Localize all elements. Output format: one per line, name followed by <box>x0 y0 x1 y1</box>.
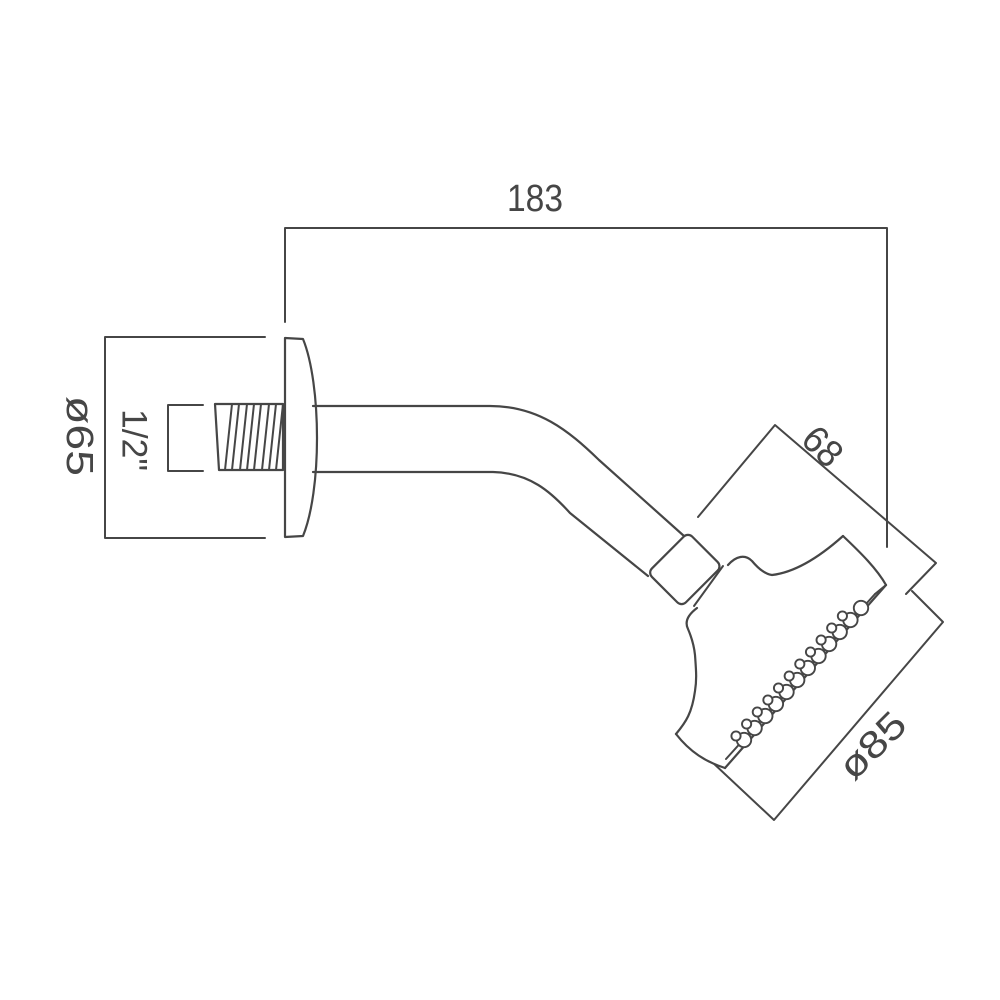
wall-flange <box>283 336 319 539</box>
head-neck-upper-profile <box>726 534 845 577</box>
thread-hatching <box>224 403 284 471</box>
flange-diameter-dimension-label: ø65 <box>58 396 100 476</box>
shower-head-fill <box>676 536 886 768</box>
arm-projection-dimension-label: 183 <box>507 178 563 220</box>
flange-diameter-dimension-line <box>104 336 266 539</box>
head-diameter-dimension-label: ø85 <box>831 704 916 789</box>
head-back-edge <box>841 534 888 587</box>
head-depth-dimension-line <box>697 424 937 595</box>
head-bottom-edge <box>674 732 727 770</box>
thread-size-dimension: 1/2" <box>115 404 204 472</box>
inlet-thread <box>213 402 285 472</box>
head-neck-lower-profile <box>674 606 699 736</box>
connector-nut <box>649 533 721 606</box>
flange-diameter-dimension: ø65 <box>58 336 266 539</box>
shower-arm <box>311 404 686 578</box>
head-depth-dimension-label: 68 <box>793 418 851 476</box>
arm-projection-dimension-line <box>284 227 888 548</box>
arm-outer-edge <box>311 404 686 538</box>
head-face-rim-cap <box>874 584 887 595</box>
thread-size-dimension-label: 1/2" <box>115 409 154 471</box>
head-diameter-dimension-line <box>679 590 944 821</box>
arm-projection-dimension: 183 <box>284 178 888 548</box>
thread-size-dimension-line <box>167 404 204 472</box>
arm-inner-edge <box>311 470 650 578</box>
nozzle-dots <box>730 599 870 749</box>
